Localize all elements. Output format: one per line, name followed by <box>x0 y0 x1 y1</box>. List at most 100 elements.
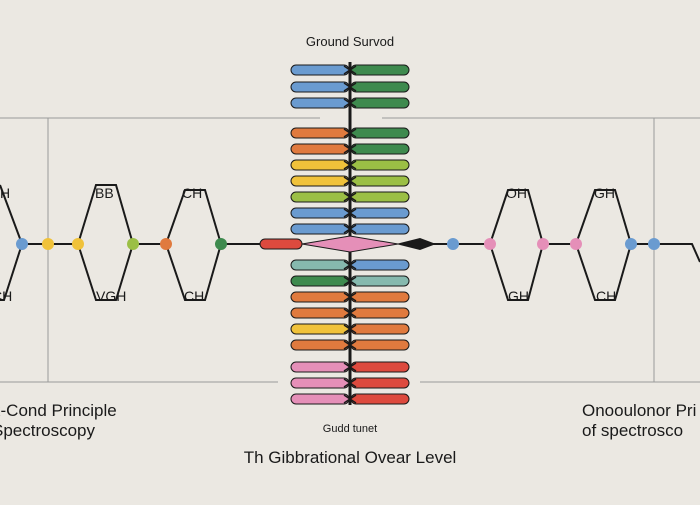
rung-cross <box>343 276 357 286</box>
rung-cross <box>343 128 357 138</box>
ladder-rung <box>290 339 410 351</box>
ladder-rung <box>290 81 410 93</box>
rung-right-bar <box>350 275 410 287</box>
ladder-rung <box>290 127 410 139</box>
rung-right-bar <box>350 361 410 373</box>
rung-cross <box>343 144 357 154</box>
rung-right-bar <box>350 175 410 187</box>
wave-label-left-bottom-2: VGH <box>96 288 126 304</box>
rung-left-bar <box>290 393 350 405</box>
rung-cross <box>343 324 357 334</box>
left-wave-lower-3 <box>165 243 222 301</box>
rung-cross <box>343 176 357 186</box>
rung-right-bar <box>350 97 410 109</box>
ladder-rung <box>290 307 410 319</box>
rung-left-bar <box>290 175 350 187</box>
rung-right-bar <box>350 207 410 219</box>
rung-right-bar <box>350 159 410 171</box>
rung-right-bar <box>350 64 410 76</box>
rung-right-bar <box>350 291 410 303</box>
left-wave-line <box>0 184 222 245</box>
rung-right-bar <box>350 339 410 351</box>
ladder-rung <box>290 159 410 171</box>
rung-cross <box>343 378 357 388</box>
node-dot-right <box>484 238 496 250</box>
rung-right-bar <box>350 81 410 93</box>
ladder-rung <box>290 143 410 155</box>
rung-cross <box>343 208 357 218</box>
right-wave-lower-2 <box>575 243 632 301</box>
wave-label-left-bottom-1: CH <box>0 288 12 304</box>
right-wave-lower <box>489 243 544 301</box>
rung-cross <box>343 65 357 75</box>
rung-left-bar <box>290 223 350 235</box>
rung-right-bar <box>350 393 410 405</box>
left-wave-lower <box>0 243 23 301</box>
rung-cross <box>343 308 357 318</box>
ladder-rung <box>290 223 410 235</box>
right-label-line-1: Onooulonor Pri <box>582 401 697 420</box>
wave-label-left-top-1: H <box>0 185 10 201</box>
rung-left-bar <box>290 207 350 219</box>
node-dot-left <box>127 238 139 250</box>
rung-left-bar <box>290 323 350 335</box>
rung-right-bar <box>350 223 410 235</box>
rung-right-bar <box>350 191 410 203</box>
node-dot-left <box>42 238 54 250</box>
rung-cross <box>343 340 357 350</box>
ladder-rung <box>290 97 410 109</box>
right-side-label: Onooulonor Pri of spectrosco <box>582 401 696 441</box>
ladder-group <box>290 64 410 405</box>
rung-cross <box>343 362 357 372</box>
ladder-rung <box>290 361 410 373</box>
rung-left-bar <box>290 64 350 76</box>
ladder-rung <box>290 259 410 271</box>
node-dot-left <box>72 238 84 250</box>
rung-cross <box>343 224 357 234</box>
rung-left-bar <box>290 143 350 155</box>
node-dot-right <box>447 238 459 250</box>
node-dot-right <box>648 238 660 250</box>
rung-left-bar <box>290 191 350 203</box>
rung-left-bar <box>290 361 350 373</box>
rung-cross <box>343 292 357 302</box>
ladder-rung <box>290 64 410 76</box>
center-horizontal <box>221 235 436 253</box>
rung-cross <box>343 260 357 270</box>
center-arrowhead <box>396 238 436 250</box>
rung-right-bar <box>350 127 410 139</box>
ladder-rung <box>290 275 410 287</box>
rung-left-bar <box>290 127 350 139</box>
rung-cross <box>343 160 357 170</box>
ladder-rung <box>290 175 410 187</box>
rung-left-bar <box>290 291 350 303</box>
left-label-line-1: x-Cond Principle <box>0 401 117 420</box>
rung-cross <box>343 394 357 404</box>
rung-cross <box>343 82 357 92</box>
center-diamond <box>301 235 399 253</box>
left-dots-group <box>16 238 227 250</box>
rung-left-bar <box>290 159 350 171</box>
rung-right-bar <box>350 377 410 389</box>
rung-left-bar <box>290 275 350 287</box>
node-dot-right <box>570 238 582 250</box>
rung-right-bar <box>350 323 410 335</box>
bottom-small-caption: Gudd tunet <box>322 423 378 435</box>
bottom-title: Th Gibbrational Ovear Level <box>243 448 457 467</box>
wave-label-left-top-3: CH <box>182 185 202 201</box>
right-dots-group <box>447 238 660 250</box>
rung-left-bar <box>290 307 350 319</box>
ladder-rung <box>290 377 410 389</box>
rung-cross <box>343 98 357 108</box>
rung-left-bar <box>290 259 350 271</box>
center-red-bar <box>259 238 303 250</box>
node-dot-left <box>160 238 172 250</box>
node-dot-left <box>16 238 28 250</box>
left-wave-lower-2 <box>77 243 134 301</box>
rung-left-bar <box>290 339 350 351</box>
wave-label-left-bottom-3: CH <box>184 288 204 304</box>
right-label-line-2: of spectrosco <box>582 421 684 440</box>
wave-label-right-top-1: OH <box>506 185 527 201</box>
ladder-rung <box>290 393 410 405</box>
